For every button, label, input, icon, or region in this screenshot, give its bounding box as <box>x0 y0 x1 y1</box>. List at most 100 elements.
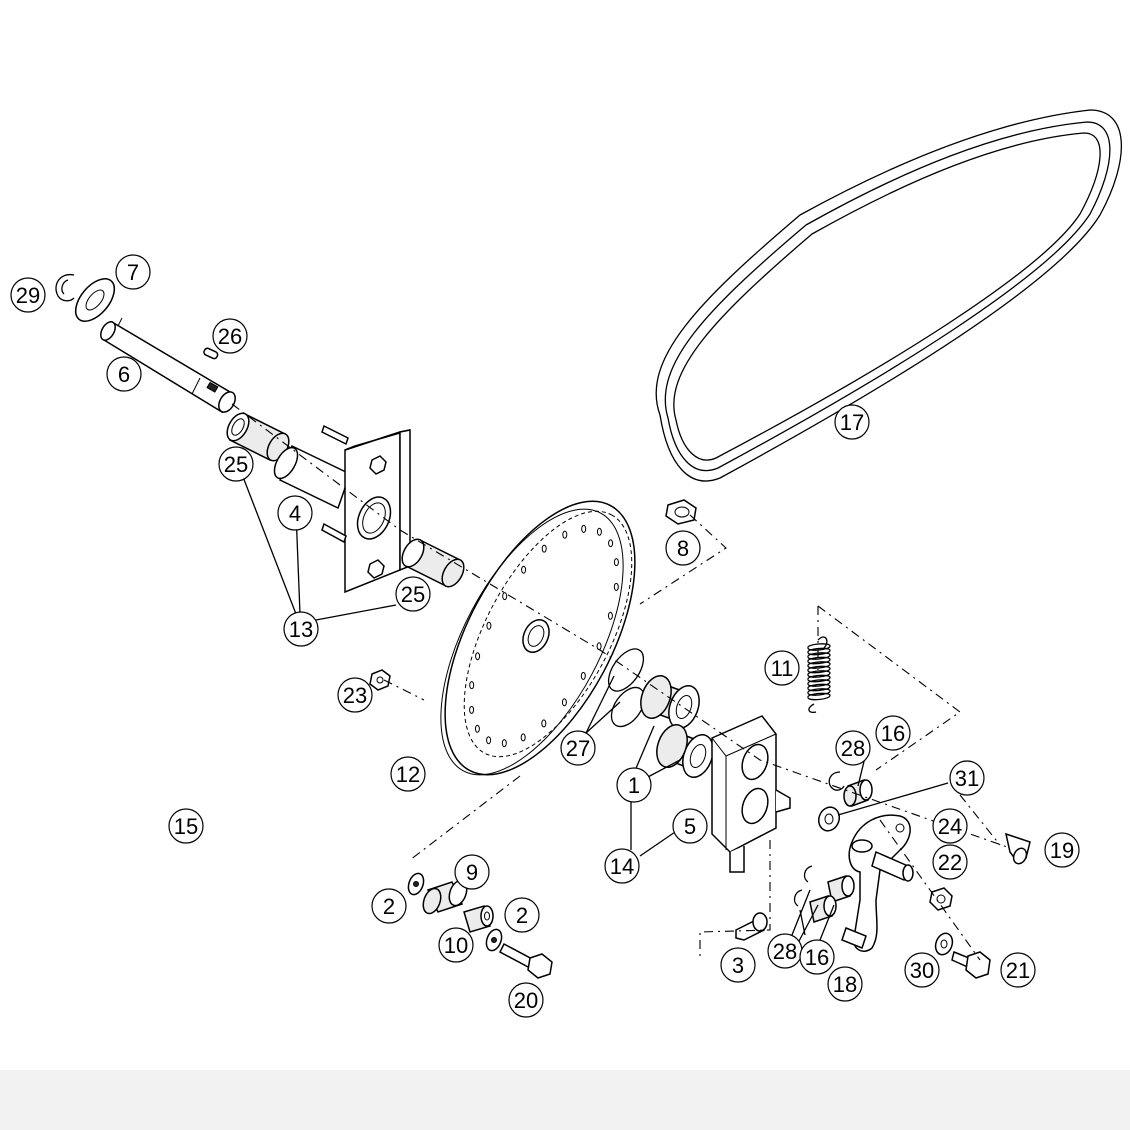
washer-31 <box>817 806 841 832</box>
callout-1: 1 <box>616 767 652 803</box>
callout-circle <box>764 650 800 686</box>
callout-number: 9 <box>466 860 478 885</box>
callout-number: 16 <box>881 721 905 746</box>
callout-labels: 2972662542513817112327122816311514241922… <box>10 254 1080 1018</box>
callout-number: 5 <box>684 814 696 839</box>
callout-circle <box>277 495 313 531</box>
callout-circle <box>604 848 640 884</box>
callout-10: 10 <box>438 927 474 963</box>
callout-number: 24 <box>938 814 962 839</box>
clip-28-lower <box>793 865 813 907</box>
pulley-hole <box>581 524 587 533</box>
key-26 <box>203 347 219 360</box>
washer-7 <box>74 278 116 322</box>
pulley-hole <box>521 565 527 574</box>
callout-5: 5 <box>672 808 708 844</box>
callout-number: 14 <box>610 854 634 879</box>
callout-number: 29 <box>16 283 40 308</box>
bushing-16-lower <box>809 875 855 923</box>
callout-number: 16 <box>805 945 829 970</box>
callout-circle <box>10 277 46 313</box>
callout-15: 15 <box>168 808 204 844</box>
callout-circle <box>395 576 431 612</box>
retaining-ring-27-b <box>610 686 646 728</box>
pulley-hole <box>580 671 586 680</box>
bearing-1-b <box>656 724 714 778</box>
washer-30 <box>934 932 954 956</box>
callout-circle <box>560 730 596 766</box>
callout-circle <box>834 404 870 440</box>
spring-11 <box>807 636 831 714</box>
callout-number: 12 <box>396 762 420 787</box>
callout-7: 7 <box>115 254 151 290</box>
callout-number: 20 <box>514 988 538 1013</box>
pulley-hole <box>608 539 614 548</box>
callout-13: 13 <box>283 611 319 647</box>
callout-18: 18 <box>827 966 863 1002</box>
pulley-hole <box>486 621 492 630</box>
callout-circle <box>283 611 319 647</box>
callout-circle <box>168 808 204 844</box>
callout-17: 17 <box>834 404 870 440</box>
pin-3 <box>735 912 768 941</box>
washer-2-right <box>485 928 503 952</box>
callout-number: 4 <box>289 501 301 526</box>
callout-number: 19 <box>1050 838 1074 863</box>
callout-circle <box>932 808 968 844</box>
callout-24: 24 <box>932 808 968 844</box>
callout-26: 26 <box>212 318 248 354</box>
callout-22: 22 <box>932 844 968 880</box>
pulley-hole <box>541 544 547 553</box>
callout-circle <box>1044 832 1080 868</box>
snap-ring-29 <box>55 273 75 302</box>
bolt-8 <box>665 499 697 525</box>
callout-circle <box>904 952 940 988</box>
callout-circle <box>616 767 652 803</box>
bushing-25-lower <box>401 538 465 588</box>
pulley-hole <box>469 681 475 690</box>
washer-2-left <box>407 872 425 896</box>
callout-6: 6 <box>106 356 142 392</box>
callout-circle <box>218 446 254 482</box>
pulley-12 <box>440 500 636 776</box>
callout-27: 27 <box>560 730 596 766</box>
pulley-hole <box>596 527 602 536</box>
assembly-lines <box>231 403 1011 961</box>
pulley-hole <box>501 739 507 748</box>
callout-number: 6 <box>118 362 130 387</box>
nut-23 <box>369 669 391 691</box>
spring-coil <box>807 636 831 714</box>
pulley-hole <box>520 733 526 742</box>
pulley-hole <box>475 652 481 661</box>
pulley-hole <box>541 719 547 728</box>
callout-number: 1 <box>628 773 640 798</box>
callout-28: 28 <box>835 730 871 766</box>
pulley-hole <box>469 705 475 714</box>
callout-number: 31 <box>955 766 979 791</box>
callout-16: 16 <box>799 939 835 975</box>
callout-number: 18 <box>833 972 857 997</box>
callout-11: 11 <box>764 650 800 686</box>
callout-circle <box>106 356 142 392</box>
callout-number: 28 <box>841 736 865 761</box>
callout-8: 8 <box>665 530 701 566</box>
callout-circle <box>337 677 373 713</box>
bottom-fade <box>0 1070 1130 1130</box>
callout-9: 9 <box>454 854 490 890</box>
callout-number: 23 <box>343 683 367 708</box>
callout-circle <box>932 844 968 880</box>
callout-number: 2 <box>516 903 528 928</box>
pulley-hole <box>613 582 619 591</box>
callout-number: 7 <box>127 260 139 285</box>
callout-circle <box>1000 952 1036 988</box>
bushing-10 <box>463 905 494 933</box>
callout-number: 25 <box>401 582 425 607</box>
clip-28-upper <box>828 771 845 791</box>
pulley-holes <box>469 524 619 748</box>
callout-number: 30 <box>910 958 934 983</box>
callout-number: 15 <box>174 814 198 839</box>
pulley-hole <box>486 736 492 745</box>
callout-circle <box>665 530 701 566</box>
callout-28: 28 <box>767 933 803 969</box>
